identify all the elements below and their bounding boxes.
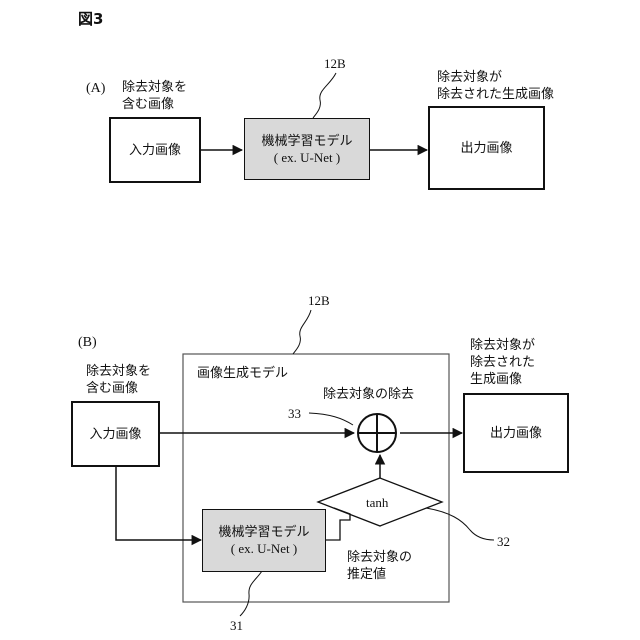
panel-b-output-caption-line1: 除去対象が [470, 337, 535, 354]
panel-a-input-image-label: 入力画像 [129, 142, 181, 159]
panel-b-ml-model-label: 機械学習モデル [218, 524, 309, 541]
panel-b-ml-model-box: 機械学習モデル ( ex. U-Net ) [202, 509, 326, 572]
panel-b-label: (B) [78, 334, 97, 351]
panel-b-tanh-ref: 32 [497, 533, 510, 550]
leader-12b-b [293, 310, 311, 354]
panel-a-ml-model-box: 機械学習モデル ( ex. U-Net ) [244, 118, 370, 180]
panel-a-output-image-label: 出力画像 [460, 140, 512, 157]
panel-a-output-image-box: 出力画像 [428, 106, 545, 190]
panel-b-input-image-label: 入力画像 [89, 426, 141, 443]
leader-32 [426, 508, 494, 540]
panel-a-input-caption-line2: 含む画像 [122, 96, 187, 113]
leader-33 [309, 413, 353, 425]
panel-b-input-caption-line1: 除去対象を [86, 363, 151, 380]
panel-a-label: (A) [86, 80, 105, 97]
panel-b-group-label: 画像生成モデル [197, 365, 288, 382]
leader-31 [240, 571, 262, 616]
panel-b-model-ref: 31 [230, 617, 243, 634]
panel-b-output-image-box: 出力画像 [463, 393, 569, 473]
panel-a-output-caption-line1: 除去対象が [437, 69, 554, 86]
panel-b-ml-model-sub: ( ex. U-Net ) [231, 541, 297, 557]
panel-a-input-caption: 除去対象を 含む画像 [122, 79, 187, 113]
panel-b-output-image-label: 出力画像 [490, 425, 542, 442]
line-model-to-tanh [326, 508, 350, 540]
panel-b-input-caption-line2: 含む画像 [86, 380, 151, 397]
panel-b-group-ref: 12B [308, 292, 330, 309]
panel-b-input-image-box: 入力画像 [71, 401, 160, 467]
panel-b-estimate-caption-line1: 除去対象の [347, 549, 412, 566]
panel-a-output-caption: 除去対象が 除去された生成画像 [437, 69, 554, 103]
panel-b-input-caption: 除去対象を 含む画像 [86, 363, 151, 397]
arrow-input-to-model-b [116, 467, 201, 540]
panel-b-removal-caption: 除去対象の除去 [323, 386, 414, 403]
figure-title: 図3 [78, 11, 103, 28]
panel-b-output-caption-line3: 生成画像 [470, 371, 535, 388]
panel-a-model-ref: 12B [324, 55, 346, 72]
panel-b-estimate-caption: 除去対象の 推定値 [347, 549, 412, 583]
panel-a-ml-model-label: 機械学習モデル [261, 133, 352, 150]
panel-b-output-caption-line2: 除去された [470, 354, 535, 371]
panel-b-output-caption: 除去対象が 除去された 生成画像 [470, 337, 535, 388]
panel-a-input-image-box: 入力画像 [109, 117, 201, 183]
panel-a-ml-model-sub: ( ex. U-Net ) [274, 150, 340, 166]
panel-a-output-caption-line2: 除去された生成画像 [437, 86, 554, 103]
panel-b-estimate-caption-line2: 推定値 [347, 566, 412, 583]
panel-a-input-caption-line1: 除去対象を [122, 79, 187, 96]
panel-b-tanh-label: tanh [366, 494, 388, 511]
combiner-plus-icon [358, 414, 396, 452]
panel-b-combine-ref: 33 [288, 405, 301, 422]
leader-12b-a [313, 73, 336, 118]
